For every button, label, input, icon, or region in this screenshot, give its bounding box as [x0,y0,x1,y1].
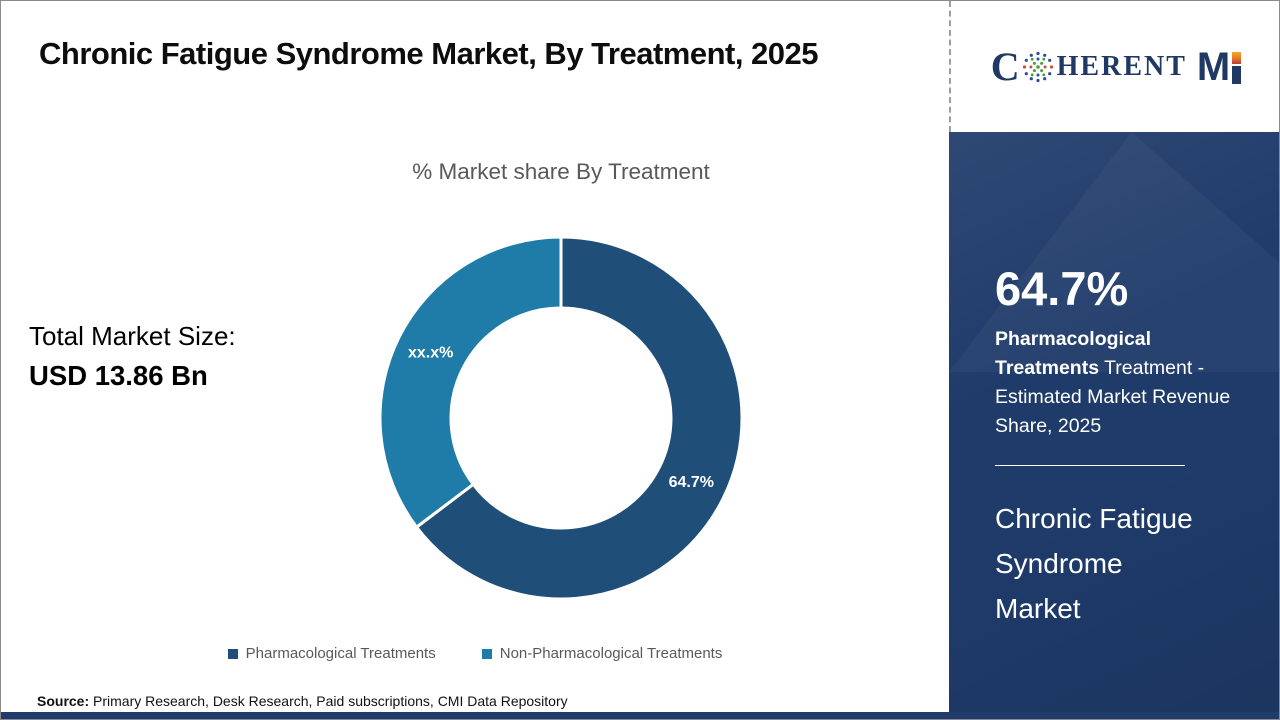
donut-slice-1 [378,235,563,530]
total-market-size-value: USD 13.86 Bn [29,360,208,391]
donut-slice-label-0: 64.7% [669,474,714,491]
legend-label-1: Non-Pharmacological Treatments [499,645,723,662]
logo-letter-m: M [1196,44,1230,89]
source-text: Primary Research, Desk Research, Paid su… [89,693,568,709]
coherent-globe-icon [1022,51,1053,82]
donut-chart: 64.7% xx.x% [378,235,744,601]
legend-swatch-1 [481,648,492,659]
total-market-size-block: Total Market Size: USD 13.86 Bn [29,321,236,392]
logo-letter-c: C [990,43,1020,89]
sidebar-stat-segment: Pharmacological Treatments [995,328,1152,380]
sidebar-divider [995,465,1185,467]
bottom-accent-strip [1,712,1279,719]
legend-label-0: Pharmacological Treatments [245,645,436,662]
legend-item-1: Non-Pharmacological Treatments [481,645,723,662]
legend-swatch-0 [227,648,238,659]
chart-legend: Pharmacological Treatments Non-Pharmacolo… [1,645,949,662]
sidebar-stat-description: Pharmacological Treatments Treatment - E… [995,325,1233,441]
chart-subtitle: % Market share By Treatment [412,159,710,184]
coherent-mi-logo: C [990,43,1242,89]
logo-i-mark-icon [1232,51,1242,84]
sidebar-stat-value: 64.7% [995,262,1129,315]
donut-slice-label-1: xx.x% [408,344,453,361]
total-market-size-label: Total Market Size: [29,321,236,351]
logo-letters-oherent: HERENT [1056,50,1187,82]
logo-box: C [949,1,1279,132]
donut-slice-0 [414,235,744,601]
sidebar-stat-caption: Treatment - Estimated Market Revenue Sha… [995,357,1231,438]
legend-item-0: Pharmacological Treatments [227,645,436,662]
page-title: Chronic Fatigue Syndrome Market, By Trea… [39,36,819,71]
sidebar: 64.7% Pharmacological Treatments Treatme… [949,132,1279,719]
source-note: Source: Primary Research, Desk Research,… [37,693,568,709]
sidebar-market-name: Chronic Fatigue Syndrome Market [995,503,1193,625]
source-label: Source: [37,693,90,709]
